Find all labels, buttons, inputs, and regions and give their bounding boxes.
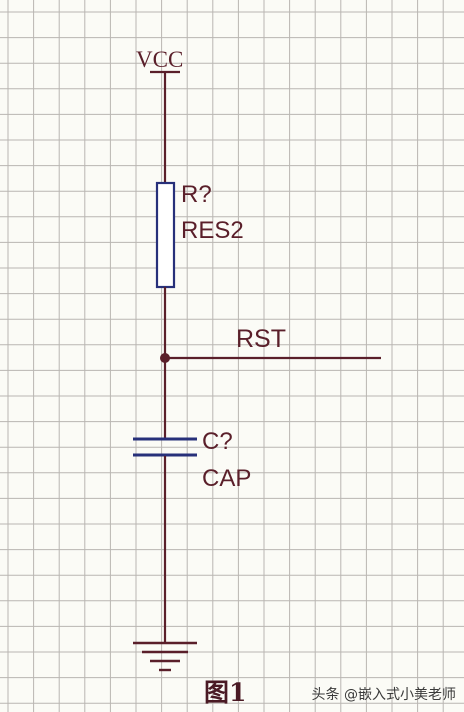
capacitor-ref-label: C? bbox=[202, 428, 233, 455]
ground-icon bbox=[133, 641, 197, 672]
figure-caption: 图1 bbox=[204, 678, 247, 707]
rst-net-label: RST bbox=[236, 325, 286, 353]
resistor-ref-label: R? bbox=[181, 181, 212, 208]
capacitor-value-label: CAP bbox=[202, 465, 252, 492]
resistor-value-label: RES2 bbox=[181, 217, 244, 244]
watermark: 头条 @嵌入式小美老师 bbox=[311, 687, 456, 703]
vcc-label: VCC bbox=[136, 47, 184, 72]
resistor-body bbox=[155, 181, 176, 289]
